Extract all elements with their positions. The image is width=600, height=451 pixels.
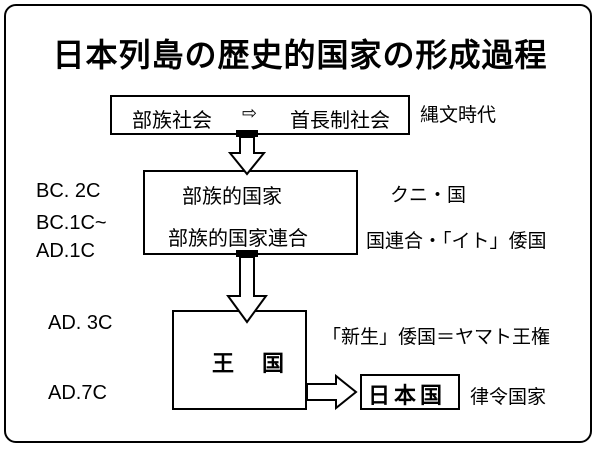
label-kuni: クニ・国 (390, 184, 467, 206)
box-tribal-to-chiefdom (110, 95, 410, 135)
small-arrow-icon: ⇨ (242, 103, 258, 124)
down-arrow-2-icon (226, 256, 268, 324)
arrow-cap-1 (236, 130, 258, 137)
label-tribal-society: 部族社会 (132, 108, 212, 132)
era-bc2c: BC. 2C (36, 180, 101, 202)
right-arrow-icon (306, 373, 358, 411)
era-ad1c: AD.1C (36, 240, 95, 262)
label-king-char: 王 (212, 352, 235, 377)
down-arrow-1-icon (227, 136, 267, 176)
era-ad3c: AD. 3C (48, 312, 113, 334)
slide-frame (4, 4, 592, 443)
arrow-cap-2 (236, 250, 258, 257)
era-ad7c: AD.7C (48, 382, 107, 404)
box-nihon (360, 374, 460, 410)
label-kuni-federation: 国連合・「イト」倭国 (366, 230, 547, 252)
label-jomon-period: 縄文時代 (420, 104, 497, 126)
label-chiefdom-society: 首長制社会 (290, 108, 390, 132)
label-tribal-state-federation: 部族的国家連合 (168, 226, 308, 250)
slide-title: 日本列島の歴史的国家の形成過程 (52, 36, 548, 74)
era-bc1c: BC.1C~ (36, 212, 107, 234)
label-kingdom-char: 国 (262, 352, 285, 377)
label-ritsuryo-state: 律令国家 (470, 386, 547, 408)
label-nihon: 日本国 (368, 384, 447, 409)
label-new-wa-yamato: 「新生」倭国＝ヤマト王権 (322, 326, 551, 348)
label-tribal-state: 部族的国家 (182, 184, 282, 208)
